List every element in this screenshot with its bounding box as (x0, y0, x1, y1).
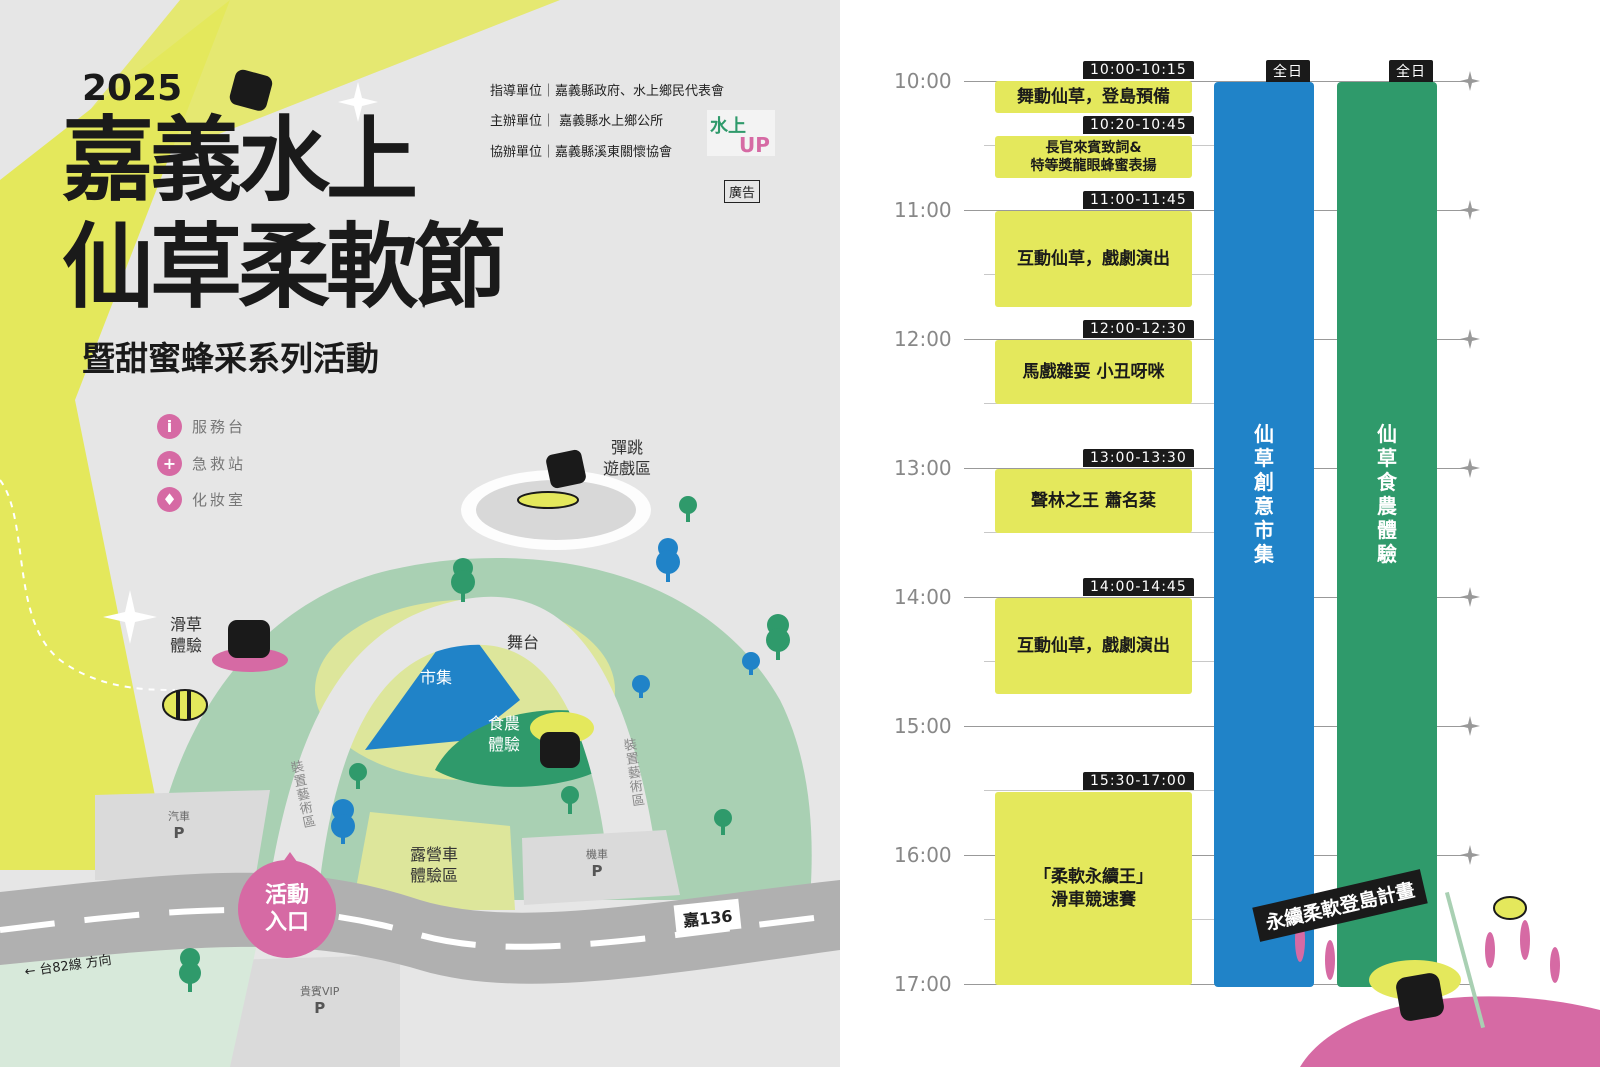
map-label-trampoline: 彈跳 遊戲區 (603, 438, 652, 478)
sparkle-icon (1460, 71, 1480, 91)
entrance-label: 活動 入口 (264, 882, 309, 936)
all-day-tag: 全日 (1266, 60, 1310, 82)
event-time-tag: 10:20-10:45 (1083, 116, 1194, 134)
event-entrance-marker: 活動 入口 (238, 860, 336, 958)
event-card: 互動仙草，戲劇演出 (995, 598, 1192, 694)
sparkle-icon (1460, 329, 1480, 349)
hour-label: 14:00 (894, 585, 952, 609)
festival-subtitle: 暨甜蜜蜂采系列活動 (82, 339, 379, 378)
svg-text:UP: UP (739, 133, 770, 157)
legend-label: 服務台 (192, 418, 247, 436)
event-card: 聲林之王 蕭名棻 (995, 469, 1192, 533)
sparkle-icon (1460, 587, 1480, 607)
schedule-panel: 10:00 11:00 12:00 13:00 14:00 15:00 16:0… (840, 0, 1600, 1067)
info-icon: i (157, 414, 182, 439)
map-background (0, 0, 840, 1067)
hour-label: 10:00 (894, 69, 952, 93)
restroom-icon: ♦ (157, 487, 182, 512)
legend-service-desk: i 服務台 (157, 414, 246, 439)
first-aid-icon: + (157, 451, 182, 476)
event-card: 長官來賓致詞& 特等獎龍眼蜂蜜表揚 (995, 136, 1192, 178)
map-label-market: 市集 (420, 668, 453, 687)
sparkle-icon (1460, 716, 1480, 736)
all-day-tag: 全日 (1389, 60, 1433, 82)
event-time-tag: 15:30-17:00 (1083, 772, 1194, 790)
poster-map-panel: 2025 嘉義水上 仙草柔軟節 暨甜蜜蜂采系列活動 指導單位｜嘉義縣政府、水上鄉… (0, 0, 840, 1067)
legend-restroom: ♦ 化妝室 (157, 487, 246, 512)
event-card: 「柔軟永續王」 滑車競速賽 (995, 792, 1192, 985)
sparkle-icon (1460, 845, 1480, 865)
hour-label: 12:00 (894, 327, 952, 351)
festival-title-line2: 仙草柔軟節 (62, 214, 506, 321)
all-day-food-farm-column: 仙草食農體驗 (1337, 82, 1437, 987)
festival-title-line1: 嘉義水上 (62, 107, 418, 214)
event-time-tag: 14:00-14:45 (1083, 578, 1194, 596)
all-day-market-column: 仙草創意市集 (1214, 82, 1314, 987)
map-label-grass-slide: 滑草 體驗 (170, 615, 203, 655)
legend-label: 化妝室 (192, 491, 247, 509)
all-day-food-farm-title: 仙草食農體驗 (1377, 422, 1397, 566)
event-card: 舞動仙草，登島預備 (995, 81, 1192, 113)
hour-label: 15:00 (894, 714, 952, 738)
shuishang-up-logo: 水上 UP (707, 108, 777, 158)
event-time-tag: 11:00-11:45 (1083, 191, 1194, 209)
map-label-stage: 舞台 (507, 633, 540, 652)
map-label-food-farm: 食農 體驗 (488, 714, 521, 754)
sparkle-icon (1460, 200, 1480, 220)
hour-label: 16:00 (894, 843, 952, 867)
hour-label: 13:00 (894, 456, 952, 480)
svg-text:水上: 水上 (710, 115, 746, 137)
credit-organizer: 主辦單位｜ 嘉義縣水上鄉公所 (490, 114, 664, 129)
legend-label: 急救站 (192, 455, 247, 473)
festival-year: 2025 (82, 68, 183, 109)
half-hour-gridline (984, 790, 1312, 791)
credit-co-organizer: 協辦單位｜嘉義縣溪東關懷協會 (490, 145, 673, 160)
map-label-camper: 露營車 體驗區 (410, 845, 459, 885)
event-time-tag: 13:00-13:30 (1083, 449, 1194, 467)
all-day-market-title: 仙草創意市集 (1254, 422, 1274, 566)
hour-label: 17:00 (894, 972, 952, 996)
sparkle-icon (1460, 458, 1480, 478)
hour-gridline (964, 81, 1470, 82)
event-time-tag: 10:00-10:15 (1083, 61, 1194, 79)
event-card: 互動仙草，戲劇演出 (995, 211, 1192, 307)
ad-badge: 廣告 (724, 180, 761, 203)
credit-supervisor: 指導單位｜嘉義縣政府、水上鄉民代表會 (490, 84, 725, 99)
legend-first-aid: + 急救站 (157, 451, 246, 476)
hour-label: 11:00 (894, 198, 952, 222)
event-time-tag: 12:00-12:30 (1083, 320, 1194, 338)
mascot-illustration (1295, 891, 1600, 1067)
event-card: 馬戲雜耍 小丑呀咪 (995, 340, 1192, 404)
